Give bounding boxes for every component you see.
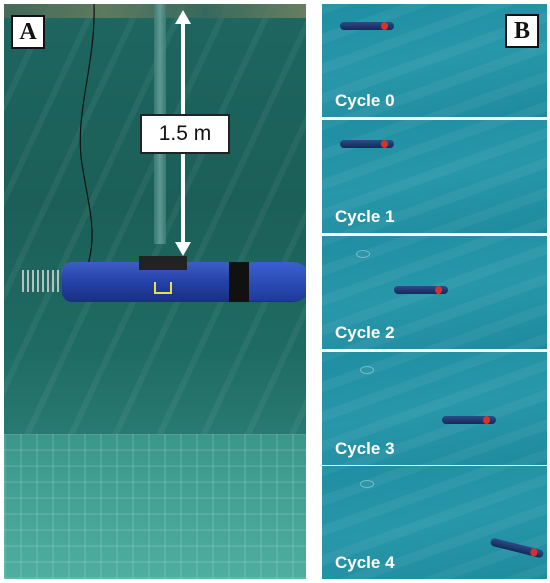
cycle-frame-0: Cycle 0: [322, 4, 547, 117]
cycle-caption: Cycle 3: [335, 439, 395, 458]
pool-floor-tiles: [4, 434, 306, 579]
cycle-caption: Cycle 4: [335, 553, 395, 572]
panel-letter-a: A: [11, 15, 45, 49]
auv-top-view: [340, 22, 394, 30]
panel-letter-b: B: [505, 14, 539, 48]
auv-top-view: [394, 286, 448, 294]
cycle-frame-2: Cycle 2: [322, 236, 547, 349]
auv-mount-bracket: [139, 256, 187, 270]
tether-cable: [79, 4, 95, 273]
photo-panel-b: Cycle 0 Cycle 1 Cycle 2 Cycle 3 Cycle 4 …: [322, 4, 547, 579]
arrow-up-icon: [175, 10, 191, 24]
cycle-frame-4: Cycle 4: [322, 466, 547, 579]
auv-yellow-marker: [154, 282, 172, 294]
cycle-frame-3: Cycle 3: [322, 352, 547, 465]
auv-black-band: [229, 262, 249, 302]
cycle-frame-1: Cycle 1: [322, 120, 547, 233]
auv-top-view: [442, 416, 496, 424]
auv-tail-fins: [22, 270, 64, 292]
arrow-down-icon: [175, 242, 191, 256]
cycle-caption: Cycle 1: [335, 207, 395, 226]
cycle-caption: Cycle 2: [335, 323, 395, 342]
photo-panel-a: 1.5 m A: [4, 4, 306, 579]
distance-label: 1.5 m: [140, 114, 230, 154]
cycle-caption: Cycle 0: [335, 91, 395, 110]
auv-top-view: [340, 140, 394, 148]
